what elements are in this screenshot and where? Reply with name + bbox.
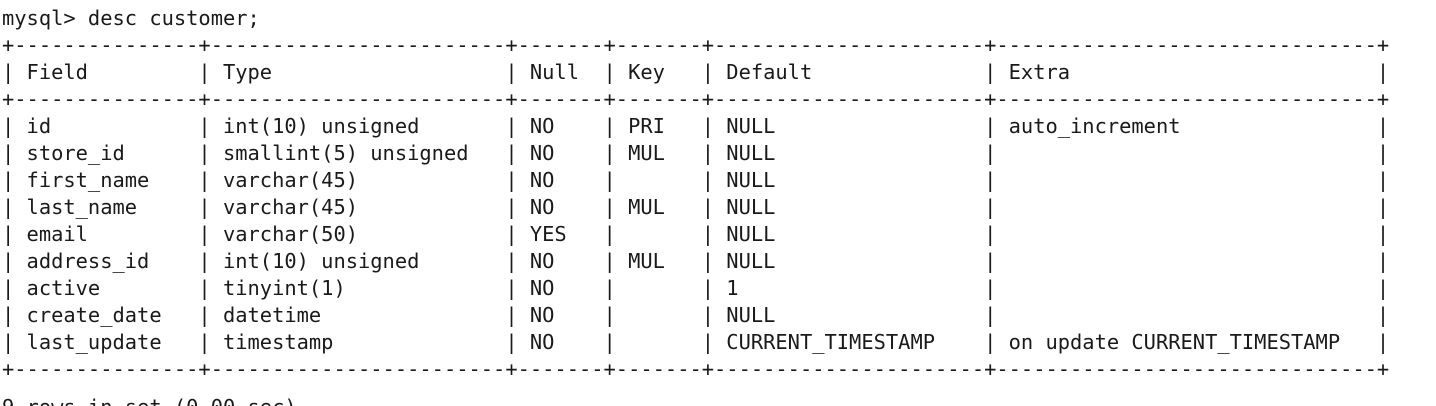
mysql-prompt-command-line: mysql> desc customer; xyxy=(2,6,260,30)
table-row: | last_update | timestamp | NO | | CURRE… xyxy=(2,330,1390,354)
table-row: | active | tinyint(1) | NO | | 1 | | xyxy=(2,276,1390,300)
clipped-status-line-wrapper: 9 rows in set (0.00 sec) xyxy=(2,394,1436,406)
table-row: | create_date | datetime | NO | | NULL |… xyxy=(2,303,1390,327)
table-row: | address_id | int(10) unsigned | NO | M… xyxy=(2,249,1390,273)
table-row: | store_id | smallint(5) unsigned | NO |… xyxy=(2,141,1390,165)
table-row: | email | varchar(50) | YES | | NULL | | xyxy=(2,222,1390,246)
table-top-border: +---------------+-----------------------… xyxy=(2,33,1390,57)
table-header-separator: +---------------+-----------------------… xyxy=(2,87,1390,111)
table-bottom-border: +---------------+-----------------------… xyxy=(2,357,1390,381)
table-row: | first_name | varchar(45) | NO | | NULL… xyxy=(2,168,1390,192)
table-row: | id | int(10) unsigned | NO | PRI | NUL… xyxy=(2,114,1390,138)
table-body: | id | int(10) unsigned | NO | PRI | NUL… xyxy=(2,113,1436,356)
table-header-row: | Field | Type | Null | Key | Default | … xyxy=(2,60,1390,84)
table-row: | last_name | varchar(45) | NO | MUL | N… xyxy=(2,195,1390,219)
clipped-status-line: 9 rows in set (0.00 sec) xyxy=(2,394,1436,406)
